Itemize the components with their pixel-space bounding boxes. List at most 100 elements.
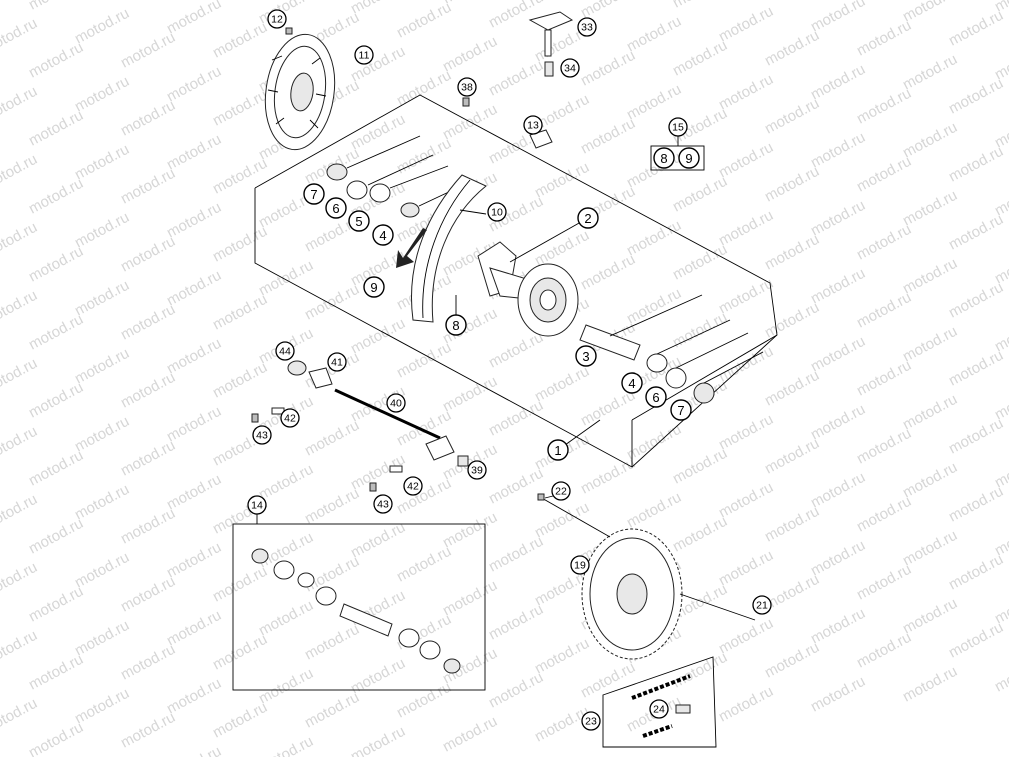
watermark-text: motod.ru <box>0 627 40 670</box>
watermark-text: motod.ru <box>854 221 914 264</box>
watermark-text: motod.ru <box>762 435 822 478</box>
chain <box>631 674 691 738</box>
callout-number: 34 <box>564 63 576 75</box>
callout-33: 33 <box>577 17 597 37</box>
watermark-text: motod.ru <box>486 669 546 712</box>
watermark-text: motod.ru <box>440 577 500 620</box>
watermark-text: motod.ru <box>900 391 960 434</box>
watermark-text: motod.ru <box>348 315 408 358</box>
watermark-text: motod.ru <box>118 233 178 276</box>
callout-6: 6 <box>325 197 347 219</box>
rim-lock-parts <box>528 11 574 77</box>
callout-number: 12 <box>271 14 283 26</box>
watermark-text: motod.ru <box>256 257 316 300</box>
watermark-text: motod.ru <box>624 217 684 260</box>
watermark-text: motod.ru <box>210 155 270 198</box>
watermark-text: motod.ru <box>0 423 40 466</box>
watermark-text: motod.ru <box>0 219 40 262</box>
watermark-text: motod.ru <box>72 345 132 388</box>
callout-number: 5 <box>355 214 362 229</box>
watermark-text: motod.ru <box>302 689 362 732</box>
watermark-text: motod.ru <box>808 673 868 716</box>
watermark-text: motod.ru <box>946 347 1006 390</box>
watermark-text: motod.ru <box>0 355 40 398</box>
callout-number: 15 <box>672 122 684 134</box>
watermark-text: motod.ru <box>164 607 224 650</box>
watermark-text: motod.ru <box>72 481 132 524</box>
rear-sprocket <box>581 528 683 660</box>
watermark-text: motod.ru <box>0 151 40 194</box>
watermark-text: motod.ru <box>762 163 822 206</box>
watermark-text: motod.ru <box>486 329 546 372</box>
watermark-text: motod.ru <box>486 465 546 508</box>
callout-4: 4 <box>621 372 643 394</box>
callout-number: 8 <box>452 318 459 333</box>
watermark-text: motod.ru <box>854 629 914 672</box>
callout-number: 2 <box>584 211 591 226</box>
watermark-text: motod.ru <box>900 255 960 298</box>
watermark-text: motod.ru <box>716 343 776 386</box>
watermark-text: motod.ru <box>854 561 914 604</box>
callout-42: 42 <box>403 476 423 496</box>
watermark-text: motod.ru <box>808 197 868 240</box>
sprocket-bolt <box>537 493 545 501</box>
watermark-text: motod.ru <box>72 141 132 184</box>
callout-23: 23 <box>581 711 601 731</box>
callout-24: 24 <box>649 699 669 719</box>
callout-number: 6 <box>332 201 339 216</box>
watermark-text: motod.ru <box>854 357 914 400</box>
watermark-text: motod.ru <box>946 483 1006 526</box>
callout-34: 34 <box>560 58 580 78</box>
watermark-text: motod.ru <box>900 51 960 94</box>
watermark-text: motod.ru <box>0 559 40 602</box>
callout-5: 5 <box>348 210 370 232</box>
watermark-text: motod.ru <box>210 19 270 62</box>
callout-7: 7 <box>303 183 325 205</box>
callout-22: 22 <box>551 481 571 501</box>
watermark-text: motod.ru <box>348 519 408 562</box>
axle-parts <box>251 360 469 492</box>
watermark-text: motod.ru <box>394 339 454 382</box>
watermark-text: motod.ru <box>486 533 546 576</box>
watermark-text: motod.ru <box>26 243 86 286</box>
watermark-text: motod.ru <box>440 713 500 756</box>
watermark-text: motod.ru <box>532 635 592 678</box>
watermark-text: motod.ru <box>716 139 776 182</box>
watermark-text: motod.ru <box>256 665 316 708</box>
watermark-text: motod.ru <box>26 379 86 422</box>
watermark-text: motod.ru <box>0 15 40 58</box>
watermark-text: motod.ru <box>532 363 592 406</box>
watermark-text: motod.ru <box>394 67 454 110</box>
watermark-text: motod.ru <box>0 491 40 534</box>
watermark-text: motod.ru <box>808 61 868 104</box>
watermark-text: motod.ru <box>900 323 960 366</box>
watermark-text: motod.ru <box>210 87 270 130</box>
watermark-text: motod.ru <box>164 131 224 174</box>
small-screw <box>462 97 470 107</box>
watermark-text: motod.ru <box>26 719 86 757</box>
callout-3: 3 <box>575 345 597 367</box>
callout-8: 8 <box>445 314 467 336</box>
callout-15: 15 <box>668 117 688 137</box>
watermark-text: motod.ru <box>118 437 178 480</box>
callout-13: 13 <box>523 115 543 135</box>
disc-bolt <box>285 27 293 35</box>
callout-1: 1 <box>547 439 569 461</box>
callout-number: 23 <box>585 716 597 728</box>
watermark-text: motod.ru <box>72 277 132 320</box>
watermark-text: motod.ru <box>670 309 730 352</box>
callout-40: 40 <box>386 393 406 413</box>
watermark-text: motod.ru <box>762 367 822 410</box>
callout-number: 7 <box>677 403 684 418</box>
watermark-text: motod.ru <box>808 0 868 36</box>
watermark-text: motod.ru <box>716 71 776 114</box>
callout-number: 11 <box>359 50 370 62</box>
watermark-text: motod.ru <box>26 107 86 150</box>
watermark-text: motod.ru <box>808 265 868 308</box>
callout-44: 44 <box>275 341 295 361</box>
bearing-kit-contents <box>251 548 461 674</box>
callout-number: 21 <box>756 600 768 612</box>
watermark-text: motod.ru <box>348 655 408 698</box>
watermark-text: motod.ru <box>716 683 776 726</box>
watermark-text: motod.ru <box>624 489 684 532</box>
